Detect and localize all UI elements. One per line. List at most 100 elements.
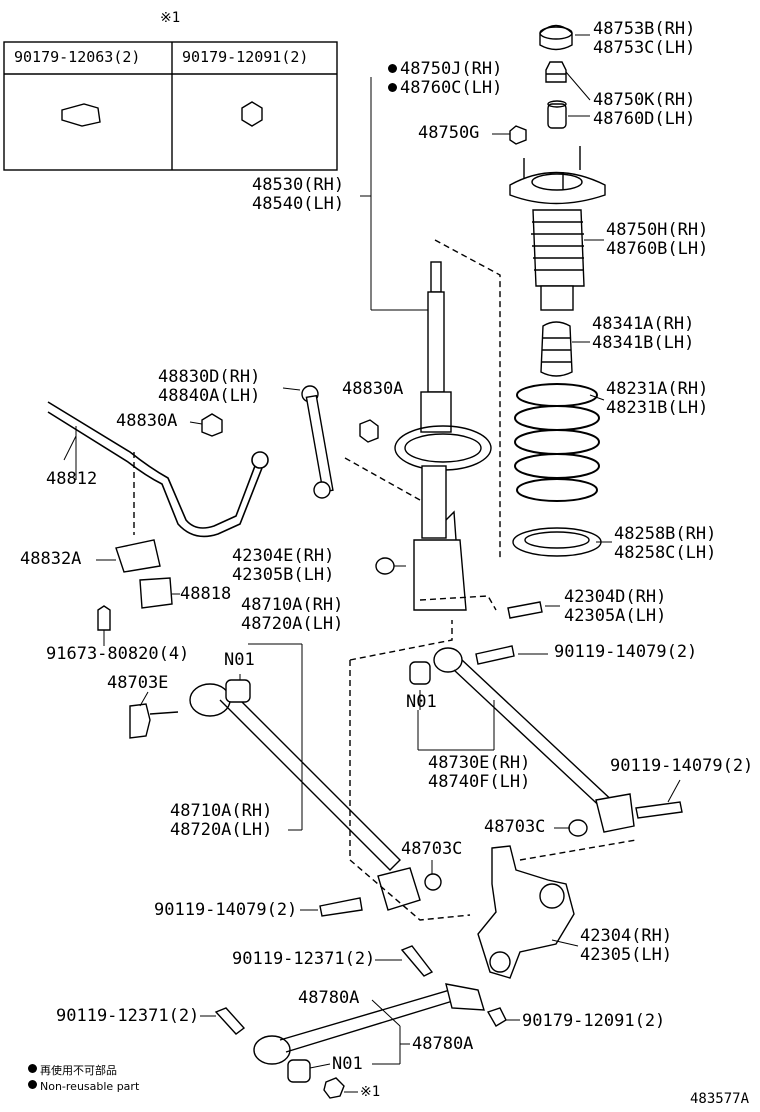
support-mount-48750h	[509, 146, 606, 311]
label-48720a-mid: 48720A(LH)	[170, 820, 273, 840]
nut-48830a-right	[359, 419, 379, 443]
label-48720a-top: 48720A(LH)	[241, 614, 344, 634]
label-48830a-left: 48830A	[116, 411, 178, 431]
legend-en-text: Non-reusable part	[40, 1080, 140, 1093]
bushing-48703c-right	[568, 819, 588, 837]
bracket-48832a	[115, 539, 161, 573]
stabilizer-bar-48812	[47, 401, 269, 538]
shock-absorber-48530	[394, 261, 492, 611]
label-48830d: 48830D(RH)	[158, 367, 261, 387]
label-48832a: 48832A	[20, 549, 82, 569]
label-48710a-mid: 48710A(RH)	[170, 801, 273, 821]
bolt-90119-14079-lower	[319, 897, 363, 917]
label-48750k: 48750K(RH)	[593, 90, 696, 110]
legend-jp-text: 再使用不可部品	[40, 1064, 117, 1077]
label-48703e: 48703E	[107, 673, 169, 693]
label-48750j: 48750J(RH)	[388, 60, 502, 79]
bushing-48703c-mid	[424, 873, 442, 891]
lower-arm-48780a	[253, 983, 485, 1065]
label-48703c-mid: 48703C	[401, 839, 463, 859]
non-reusable-dot-icon	[388, 83, 397, 92]
table-ref-mark: ※1	[160, 10, 181, 26]
lower-arm-48730e	[433, 647, 635, 833]
label-48753c: 48753C(LH)	[593, 38, 696, 58]
label-48710a-top: 48710A(RH)	[241, 595, 344, 615]
bolt-90119-12371-upper	[400, 945, 434, 977]
non-reusable-dot-icon	[28, 1080, 37, 1089]
non-reusable-dot-icon	[388, 64, 397, 73]
bushing-48750k	[547, 100, 567, 129]
label-90119-12371-a: 90119-12371(2)	[232, 949, 376, 969]
table-col2-part: 90179-12091(2)	[182, 48, 309, 66]
nut-ref1-bottom	[323, 1077, 345, 1099]
label-90119-14079-c: 90119-14079(2)	[154, 900, 298, 920]
label-48341b: 48341B(LH)	[592, 333, 695, 353]
spring-seat-48258	[512, 527, 602, 557]
label-48840a: 48840A(LH)	[158, 386, 261, 406]
nut-icon-90179-12091	[241, 101, 263, 127]
bolt-91673	[97, 605, 111, 631]
parts-table-frame	[3, 41, 338, 171]
label-48730e: 48730E(RH)	[428, 753, 531, 773]
label-48231a: 48231A(RH)	[606, 379, 709, 399]
label-48760c: 48760C(LH)	[388, 79, 502, 98]
label-48740f: 48740F(LH)	[428, 772, 531, 792]
figure-id: 483577A	[690, 1091, 750, 1107]
bushing-n01-left	[225, 679, 251, 703]
label-n01-c: N01	[332, 1054, 363, 1074]
label-48753b: 48753B(RH)	[593, 19, 696, 39]
bolt-42304d	[507, 601, 543, 619]
label-48780a-bottom: 48780A	[412, 1034, 474, 1054]
label-42305b: 42305B(LH)	[232, 565, 335, 585]
nut-90179-12091	[486, 1007, 507, 1027]
bushing-n01-bottom	[287, 1059, 311, 1083]
label-48818: 48818	[180, 584, 232, 604]
nut-48750j	[545, 61, 567, 83]
bump-stopper-48341	[540, 321, 573, 377]
bolt-48703e	[129, 703, 151, 739]
legend-en: Non-reusable part	[28, 1080, 139, 1093]
label-48258c: 48258C(LH)	[614, 543, 717, 563]
bushing-n01-right	[409, 661, 431, 685]
label-91673: 91673-80820(4)	[46, 644, 190, 664]
bolt-90119-14079-right	[635, 801, 683, 819]
label-n01-a: N01	[224, 650, 255, 670]
label-90119-14079-a: 90119-14079(2)	[554, 642, 698, 662]
label-48231b: 48231B(LH)	[606, 398, 709, 418]
label-48750g: 48750G	[418, 123, 480, 143]
label-48540: 48540(LH)	[252, 194, 345, 214]
label-48258b: 48258B(RH)	[614, 524, 717, 544]
nut-48750g	[509, 125, 527, 145]
bushing-42304e	[375, 557, 395, 575]
label-n01-b: N01	[406, 692, 437, 712]
label-48703c-right: 48703C	[484, 817, 546, 837]
label-48812: 48812	[46, 469, 98, 489]
label-48530: 48530(RH)	[252, 175, 345, 195]
label-42304: 42304(RH)	[580, 926, 673, 946]
non-reusable-dot-icon	[28, 1064, 37, 1073]
label-42305: 42305(LH)	[580, 945, 673, 965]
bushing-48818	[139, 577, 173, 609]
label-42304d: 42304D(RH)	[564, 587, 667, 607]
nut-48830a-left	[201, 413, 223, 437]
nut-icon-90179-12063	[61, 103, 101, 127]
label-42304e: 42304E(RH)	[232, 546, 335, 566]
label-90119-12371-b: 90119-12371(2)	[56, 1006, 200, 1026]
label-48750h: 48750H(RH)	[606, 220, 709, 240]
label-48760d: 48760D(LH)	[593, 109, 696, 129]
label-90119-14079-b: 90119-14079(2)	[610, 756, 754, 776]
bolt-90119-12371-lower	[214, 1007, 246, 1035]
label-48750j-text: 48750J(RH)	[400, 59, 503, 79]
label-90179-12091: 90179-12091(2)	[522, 1011, 666, 1031]
knuckle-42304	[477, 845, 575, 979]
label-48341a: 48341A(RH)	[592, 314, 695, 334]
coil-spring-48231	[514, 383, 600, 502]
label-48830a-right: 48830A	[342, 379, 404, 399]
legend-jp: 再使用不可部品	[28, 1064, 117, 1077]
lower-arm-48710a	[189, 683, 421, 911]
label-48760b: 48760B(LH)	[606, 239, 709, 259]
label-48780a-top: 48780A	[298, 988, 360, 1008]
dust-cap-48753	[539, 24, 573, 51]
bolt-90119-14079-upper	[475, 645, 515, 665]
